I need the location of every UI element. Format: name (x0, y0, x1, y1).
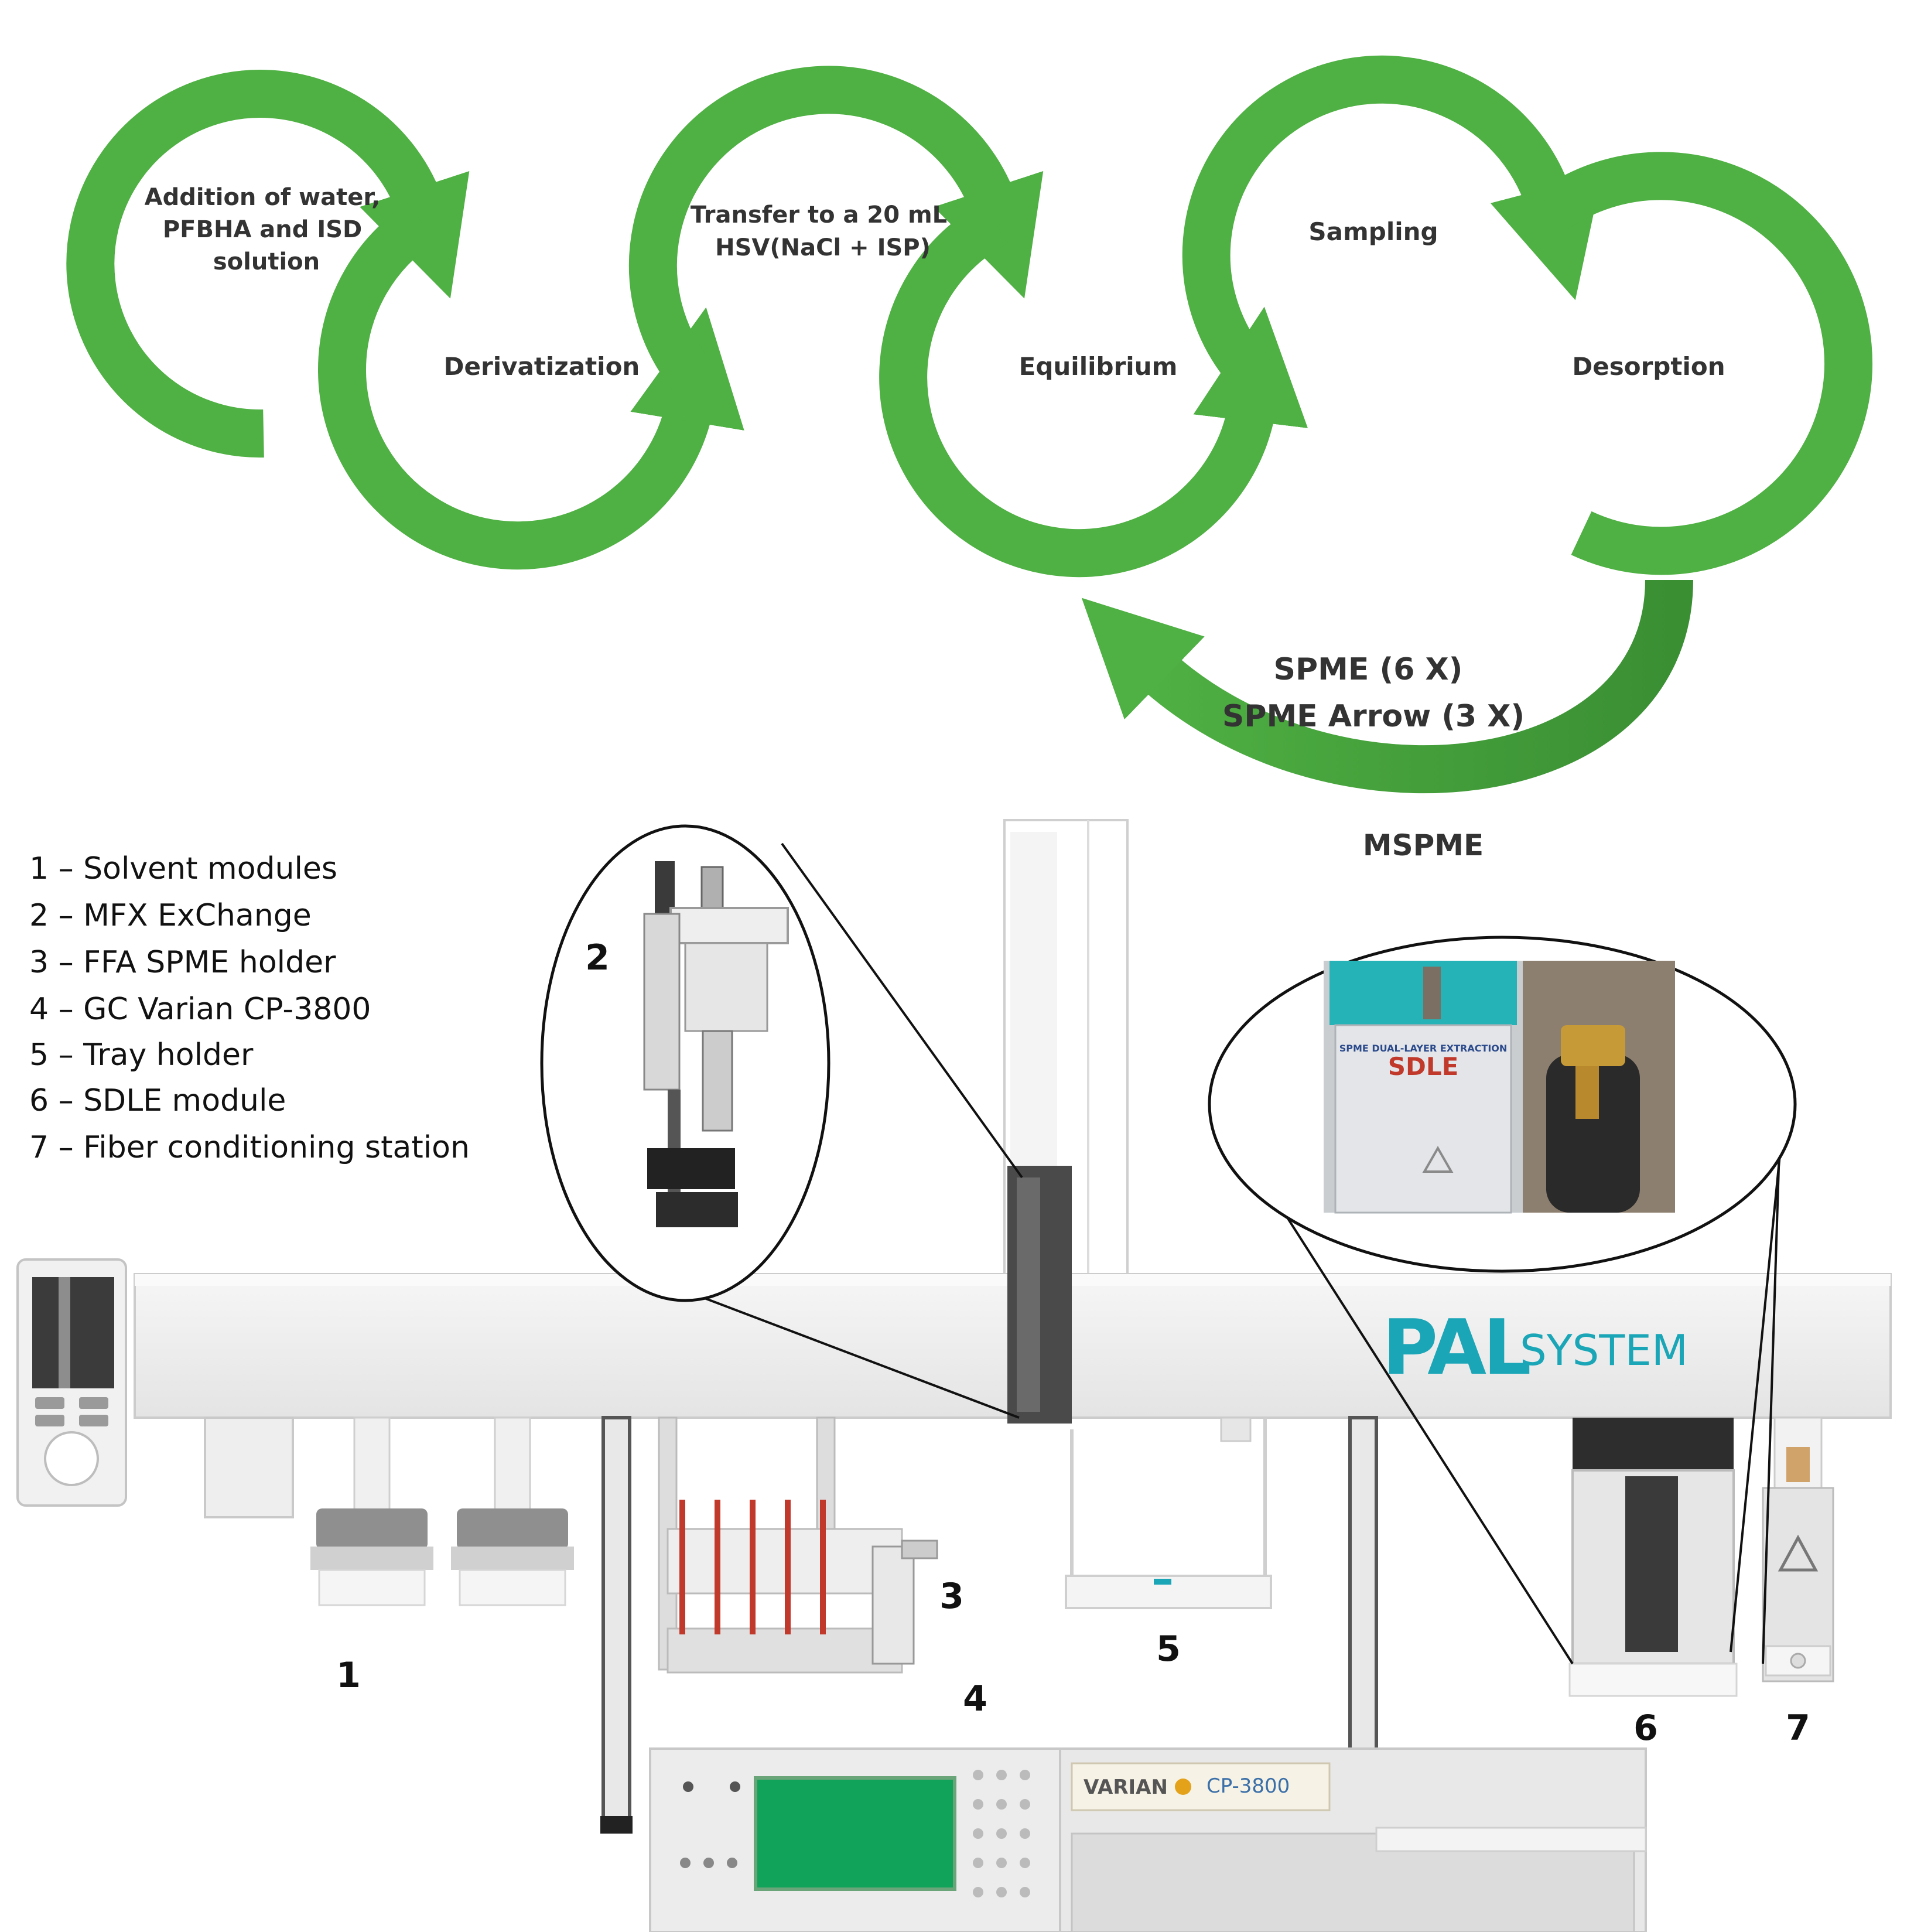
legend-item-2: 2 – MFX ExChange (29, 898, 312, 933)
mfx-exchange-device (643, 861, 789, 1227)
mfx-callout (540, 824, 1023, 1419)
sdle-photo-text: SDLE (1388, 1052, 1459, 1081)
loop-arrow-icon (1081, 579, 1693, 794)
gc-varian: VARIAN CP-3800 (649, 1747, 1647, 1932)
ffa-spme-holder (658, 1416, 938, 1674)
number-label-4: 4 (963, 1678, 987, 1719)
cycle-labels: Addition of water, PFBHA and ISD solutio… (145, 184, 1725, 862)
photo-warning-icon (1422, 1145, 1454, 1173)
legend-item-7: 7 – Fiber conditioning station (29, 1130, 470, 1165)
arrow-step6-icon (1538, 152, 1872, 575)
arrow-step3-icon (628, 66, 1044, 390)
number-label-1: 1 (336, 1655, 361, 1696)
step5-label: Sampling (1308, 217, 1438, 246)
legend-item-5: 5 – Tray holder (29, 1037, 254, 1073)
legend-item-1: 1 – Solvent modules (29, 851, 337, 886)
solvent-module-b (451, 1416, 574, 1606)
step3-label: Transfer to a 20 mL HSV(NaCl + ISP) (691, 202, 955, 261)
arrow-step5-icon (1182, 55, 1602, 391)
system-logo-text: SYSTEM (1520, 1326, 1688, 1375)
tray-holder (1065, 1416, 1272, 1609)
solvent-module-a (310, 1416, 433, 1606)
control-terminal (16, 1258, 127, 1507)
fiber-conditioning-station (1762, 1416, 1834, 1682)
sdle-module (1568, 1418, 1738, 1697)
cycle-arrows (66, 55, 1872, 794)
number-label-6: 6 (1633, 1708, 1658, 1749)
gc-maker-text: VARIAN (1084, 1776, 1168, 1799)
legend-item-6: 6 – SDLE module (29, 1083, 286, 1118)
number-label-3: 3 (939, 1576, 964, 1617)
sdle-photo: SPME DUAL-LAYER EXTRACTION SDLE (1324, 961, 1675, 1214)
pal-system-instrument: PAL SYSTEM (16, 819, 1892, 1932)
number-label-2: 2 (585, 937, 610, 978)
gc-keypad (973, 1770, 1030, 1897)
component-numbers: 2 3 1 5 4 6 7 (336, 937, 1810, 1749)
loop-label: SPME (6 X) SPME Arrow (3 X) (1222, 652, 1525, 734)
legend-item-4: 4 – GC Varian CP-3800 (29, 992, 371, 1027)
step4-label: Equilibrium (1019, 352, 1178, 381)
pal-logo-text: PAL (1382, 1303, 1530, 1392)
arrow-step1-icon (66, 70, 470, 458)
tower-head-highlight (1017, 1177, 1040, 1412)
loop-caption: MSPME (1363, 828, 1484, 862)
arrow-step2-icon (318, 202, 744, 570)
pal-system-logo: PAL SYSTEM (1382, 1303, 1688, 1392)
gc-screen (754, 1776, 956, 1891)
left-injector-rail (600, 1416, 633, 1834)
step1-label: Addition of water, PFBHA and ISD solutio… (145, 184, 389, 275)
gc-model-text: CP-3800 (1206, 1774, 1290, 1798)
legend: 1 – Solvent modules 2 – MFX ExChange 3 –… (29, 851, 470, 1165)
rotary-knob-icon (44, 1431, 99, 1486)
hot-surface-warning-icon (1778, 1534, 1819, 1572)
solvent-modules (204, 1416, 574, 1606)
step2-label: Derivatization (444, 352, 640, 381)
sdle-callout: SPME DUAL-LAYER EXTRACTION SDLE (1208, 936, 1797, 1665)
step6-label: Desorption (1572, 352, 1725, 381)
number-label-7: 7 (1786, 1708, 1810, 1749)
sdle-photo-header: SPME DUAL-LAYER EXTRACTION (1339, 1043, 1508, 1054)
legend-item-3: 3 – FFA SPME holder (29, 945, 336, 980)
number-label-5: 5 (1156, 1629, 1181, 1670)
arrow-step4-icon (879, 201, 1308, 578)
